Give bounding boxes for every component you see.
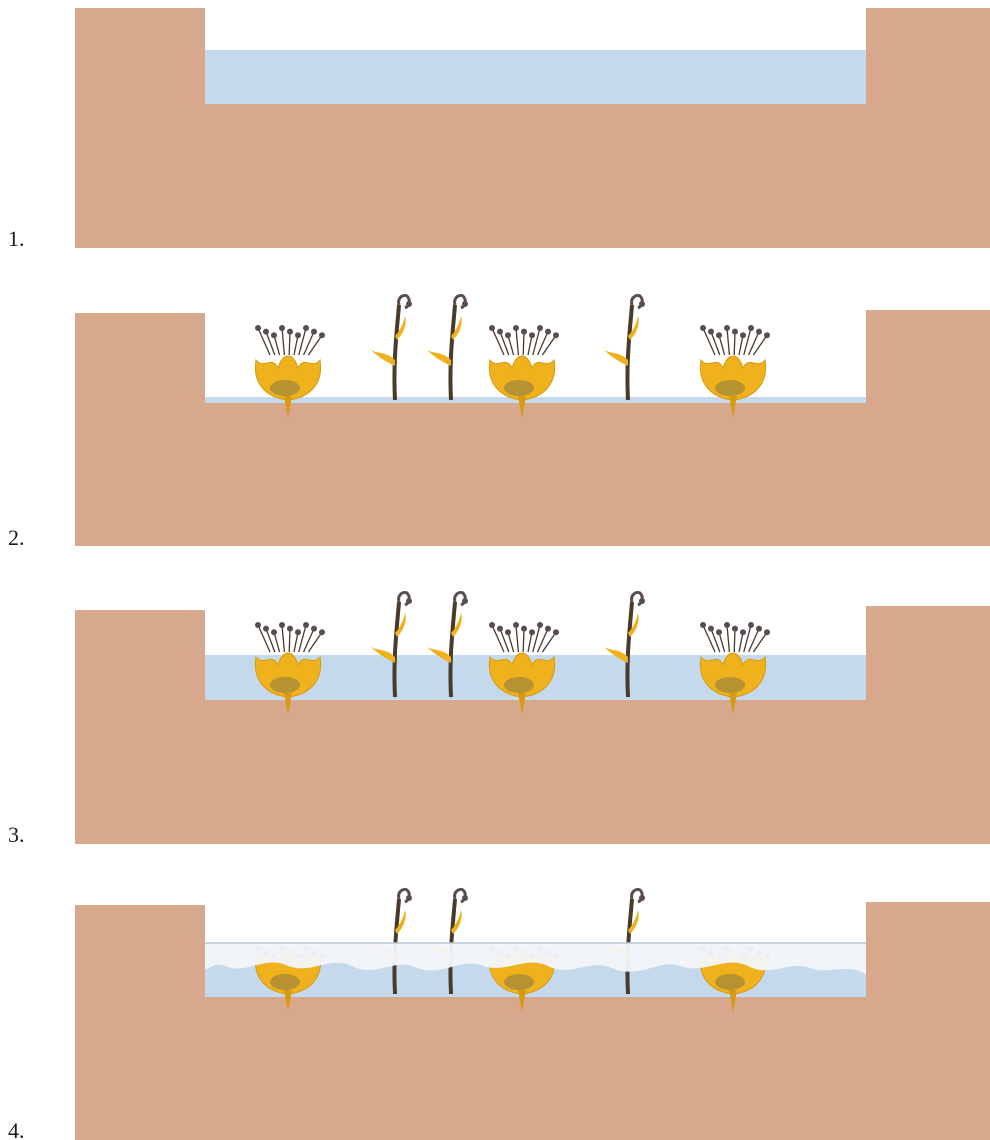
water-film <box>205 397 866 403</box>
panel-label: 2. <box>8 525 25 550</box>
panel-label: 1. <box>8 226 25 251</box>
soil-cross-section <box>75 310 990 546</box>
panel-label: 4. <box>8 1118 25 1140</box>
soil-cross-section <box>75 902 990 1140</box>
reed-plant <box>602 295 645 400</box>
panel-2: 2. <box>8 295 990 550</box>
soil-cross-section <box>75 8 990 248</box>
panel-4: 4. <box>8 889 990 1140</box>
soil-cross-section <box>75 606 990 844</box>
panel-label: 3. <box>8 822 25 847</box>
reed-plant <box>369 295 412 400</box>
water-layer <box>205 50 866 104</box>
reed-plant <box>425 295 468 400</box>
panel-3: 3. <box>8 592 990 847</box>
panel-1: 1. <box>8 8 990 251</box>
